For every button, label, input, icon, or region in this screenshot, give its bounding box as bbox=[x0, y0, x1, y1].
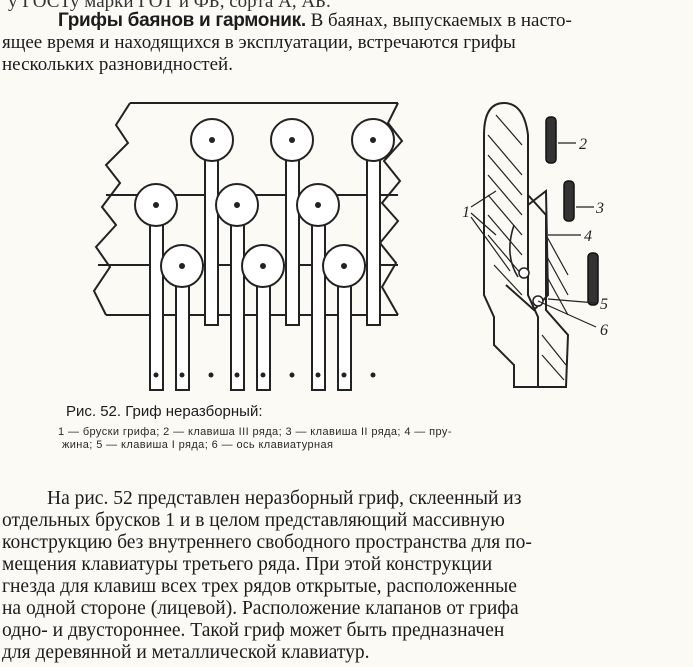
section-heading: Грифы баянов и гармоник. bbox=[58, 10, 306, 31]
body-line: На рис. 52 представлен неразборный гриф,… bbox=[47, 488, 522, 509]
cut-previous-line: у ГОСТу марки ГОТ и ФБ, сорта А, АБ. bbox=[8, 0, 331, 12]
key-lever bbox=[505, 188, 550, 312]
leader-lines bbox=[470, 142, 597, 328]
body-paragraph: На рис. 52 представлен неразборный гриф,… bbox=[0, 488, 693, 664]
section-outline bbox=[483, 101, 570, 388]
keys-row-3 bbox=[190, 118, 395, 326]
legend-line-1: 1 — бруски грифа; 2 — клавиша III ряда; … bbox=[58, 426, 452, 438]
intro-line-2: ящее время и находящихся в эксплуатации,… bbox=[2, 32, 516, 53]
section-grain bbox=[487, 114, 569, 381]
section-keys bbox=[545, 116, 599, 306]
section-inner-left bbox=[483, 135, 538, 388]
legend-line-2: жина; 5 — клавиша I ряда; 6 — ось клавиа… bbox=[62, 439, 334, 451]
body-line: конструкцию без внутреннего свободного п… bbox=[2, 532, 532, 553]
figure-52: 1 2 3 4 5 6 bbox=[92, 101, 608, 391]
break-line-right bbox=[378, 102, 404, 316]
label-3: 3 bbox=[595, 200, 604, 217]
body-line: одно- и двустороннее. Такой гриф может б… bbox=[2, 620, 505, 641]
spring-4 bbox=[509, 224, 519, 278]
body-line: отдельных брусков 1 и в целом представля… bbox=[2, 510, 505, 531]
intro-paragraph: Грифы баянов и гармоник. В баянах, выпус… bbox=[2, 10, 686, 76]
label-1: 1 bbox=[462, 204, 470, 221]
body-line: гнезда для клавиш всех трех рядов открыт… bbox=[2, 576, 517, 597]
label-5: 5 bbox=[600, 296, 608, 313]
key-rivets bbox=[153, 137, 376, 378]
label-2: 2 bbox=[579, 136, 587, 153]
figure-labels: 1 2 3 4 5 6 bbox=[462, 136, 608, 339]
figure-caption-legend: 1 — бруски грифа; 2 — клавиша III ряда; … bbox=[58, 426, 658, 452]
label-4: 4 bbox=[584, 228, 592, 245]
intro-line-1: В баянах, выпускаемых в насто- bbox=[305, 10, 572, 31]
body-line: мещения клавиатуры третьего ряда. При эт… bbox=[2, 554, 493, 575]
figure-caption-title: Рис. 52. Гриф неразборный: bbox=[66, 403, 263, 420]
body-line: на одной стороне (лицевой). Расположение… bbox=[2, 598, 519, 619]
intro-line-3: нескольких разновидностей. bbox=[2, 54, 233, 75]
label-6: 6 bbox=[600, 322, 608, 339]
body-line: для деревянной и металлической клавиатур… bbox=[2, 642, 370, 663]
keys-row-2 bbox=[134, 183, 340, 391]
break-line-left bbox=[92, 102, 131, 316]
grif-cross-section bbox=[483, 101, 570, 388]
